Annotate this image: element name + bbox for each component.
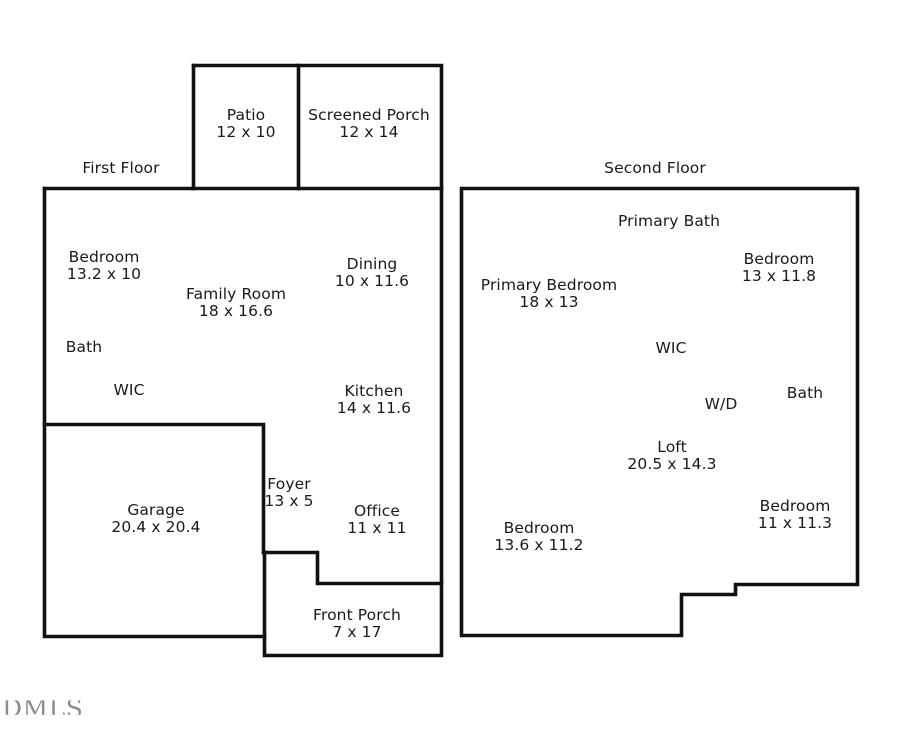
room-name: Primary Bedroom bbox=[480, 276, 618, 294]
room-name: Dining bbox=[346, 255, 398, 273]
room-dimensions: 13.6 x 11.2 bbox=[494, 536, 584, 555]
room-name: Loft bbox=[657, 438, 687, 456]
room-dimensions: 13.2 x 10 bbox=[66, 265, 142, 284]
second-floor-wall-segment bbox=[459, 186, 860, 638]
second-floor-walls bbox=[459, 186, 860, 638]
room-label-bath: Bath bbox=[786, 384, 824, 402]
room-dimensions: 20.4 x 20.4 bbox=[111, 518, 201, 537]
room-name: W/D bbox=[704, 395, 738, 413]
room-name: Kitchen bbox=[344, 382, 404, 400]
room-dimensions: 11 x 11 bbox=[347, 519, 407, 538]
room-label-wic: WIC bbox=[113, 381, 145, 399]
room-name: Primary Bath bbox=[617, 212, 721, 230]
mls-watermark: DMLS bbox=[2, 694, 84, 723]
room-label-primary-bath: Primary Bath bbox=[617, 212, 721, 230]
first-floor-wall-segment bbox=[261, 186, 444, 586]
room-name: Bath bbox=[786, 384, 824, 402]
room-name: Bedroom bbox=[68, 248, 140, 266]
room-name: WIC bbox=[655, 339, 687, 357]
room-name: Foyer bbox=[267, 475, 311, 493]
room-name: WIC bbox=[113, 381, 145, 399]
room-dimensions: 13 x 5 bbox=[264, 492, 314, 511]
room-dimensions: 11 x 11.3 bbox=[757, 514, 833, 533]
room-dimensions: 7 x 17 bbox=[332, 623, 382, 642]
first-floor-title: First Floor bbox=[82, 159, 160, 177]
room-dimensions: 20.5 x 14.3 bbox=[627, 455, 717, 474]
second-floor-title: Second Floor bbox=[604, 159, 706, 177]
room-name: Bath bbox=[65, 338, 103, 356]
room-dimensions: 14 x 11.6 bbox=[336, 399, 412, 418]
room-name: Screened Porch bbox=[308, 106, 430, 124]
room-dimensions: 18 x 16.6 bbox=[198, 302, 274, 321]
room-dimensions: 12 x 14 bbox=[339, 123, 399, 142]
room-name: Front Porch bbox=[313, 606, 401, 624]
room-label-wic: WIC bbox=[655, 339, 687, 357]
room-name: Bedroom bbox=[503, 519, 575, 537]
room-name: Bedroom bbox=[743, 250, 815, 268]
first-floor-wall-segment bbox=[42, 422, 266, 555]
room-label-bath: Bath bbox=[65, 338, 103, 356]
room-name: Garage bbox=[127, 501, 185, 519]
room-name: Office bbox=[353, 502, 401, 520]
room-dimensions: 13 x 11.8 bbox=[741, 267, 817, 286]
room-dimensions: 10 x 11.6 bbox=[334, 272, 410, 291]
room-name: Family Room bbox=[185, 285, 287, 303]
first-floor-wall-segment bbox=[262, 550, 444, 658]
room-label-w-d: W/D bbox=[704, 395, 738, 413]
room-dimensions: 12 x 10 bbox=[216, 123, 276, 142]
room-name: Patio bbox=[226, 106, 266, 124]
room-dimensions: 18 x 13 bbox=[519, 293, 579, 312]
first-floor-wall-segment bbox=[42, 186, 267, 639]
first-floor-wall-segment bbox=[191, 63, 444, 191]
first-floor-walls bbox=[42, 63, 444, 658]
room-name: Bedroom bbox=[759, 497, 831, 515]
